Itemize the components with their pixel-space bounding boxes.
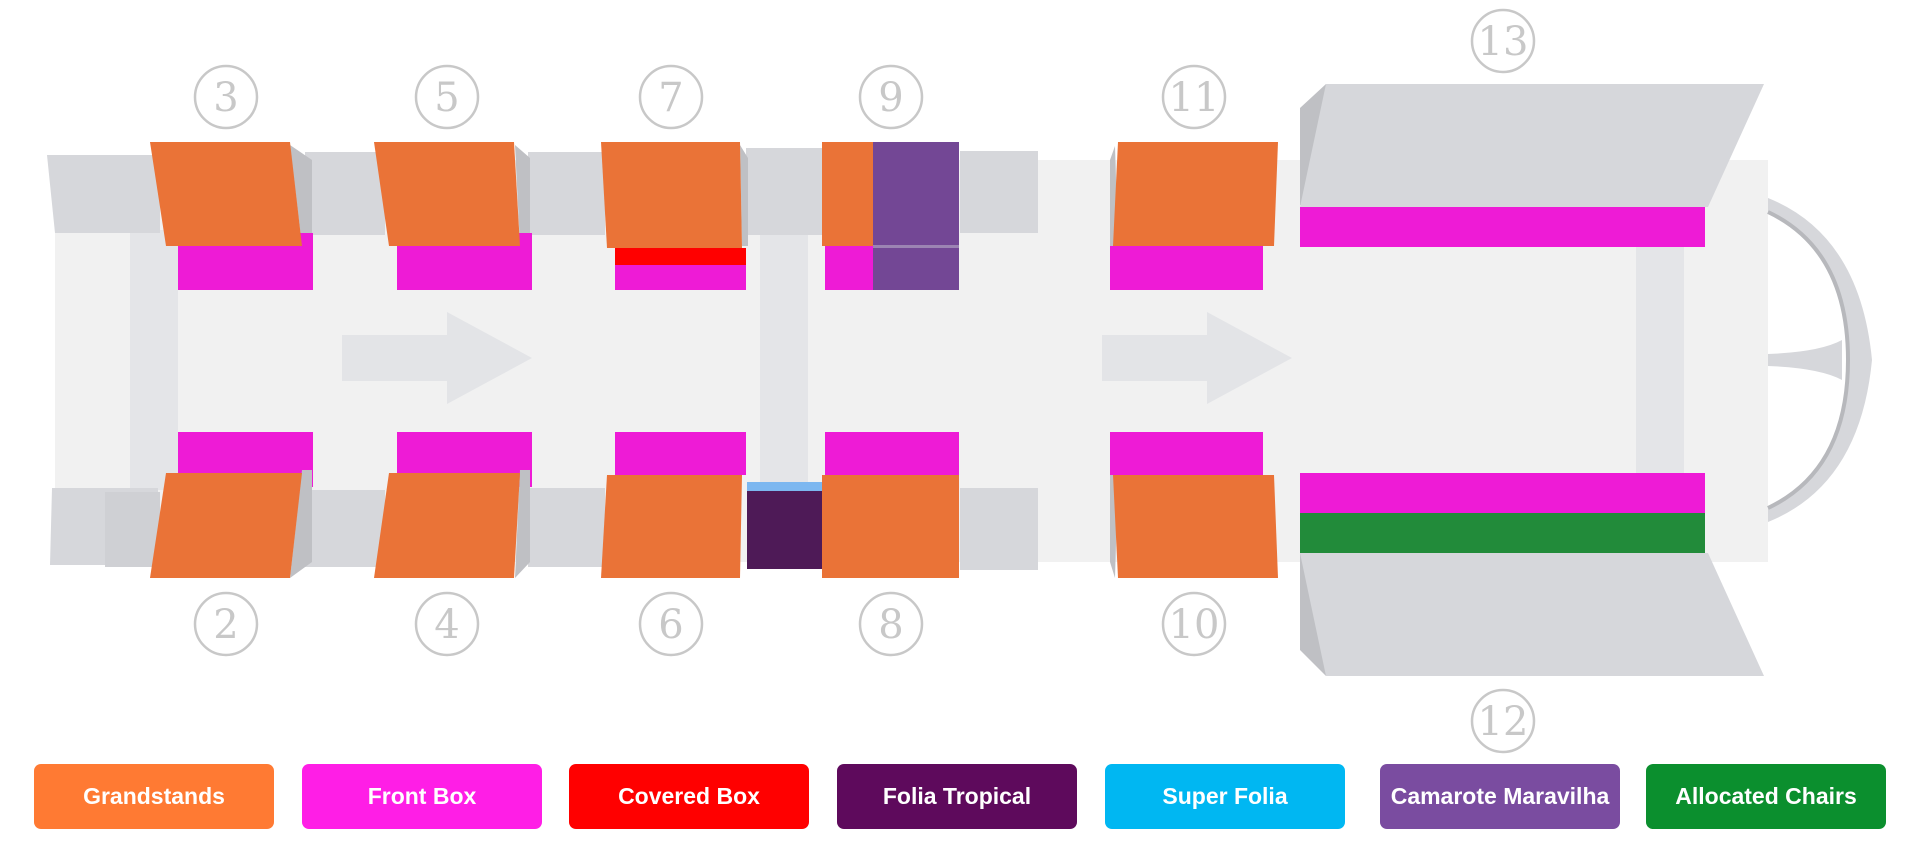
top-structure — [528, 152, 605, 235]
sector-number-12: 12 — [1470, 688, 1536, 754]
svg-text:3: 3 — [213, 75, 238, 121]
top-structure — [960, 151, 1038, 233]
grandstand-shadow — [290, 470, 312, 578]
front-box-sector-10[interactable] — [1110, 432, 1263, 475]
sector-number-3: 3 — [193, 64, 259, 130]
sector-number-2: 2 — [193, 591, 259, 657]
legend-front-box[interactable]: Front Box — [302, 764, 542, 829]
legend-camarote-maravilha[interactable]: Camarote Maravilha — [1380, 764, 1620, 829]
grandstand-sector-5[interactable] — [374, 142, 520, 246]
legend-label: Front Box — [367, 783, 477, 809]
legend-label: Covered Box — [618, 783, 760, 809]
svg-text:12: 12 — [1478, 699, 1529, 745]
track-divider — [1636, 245, 1684, 485]
sector-number-7: 7 — [638, 64, 704, 130]
sector-number-8: 8 — [858, 591, 924, 657]
grandstand-shadow — [515, 470, 530, 578]
bottom-structure — [105, 492, 160, 567]
covered-box-sector-7[interactable] — [615, 248, 746, 265]
sector-number-9: 9 — [858, 64, 924, 130]
grandstand-sector-7[interactable] — [601, 142, 742, 248]
svg-text:13: 13 — [1478, 19, 1529, 65]
sector-number-5: 5 — [414, 64, 480, 130]
legend-super-folia[interactable]: Super Folia — [1105, 764, 1345, 829]
legend-label: Super Folia — [1162, 783, 1288, 809]
front-box-sector-7[interactable] — [615, 265, 746, 290]
grandstand-sector-9[interactable] — [822, 142, 875, 246]
front-box-sector-6[interactable] — [615, 432, 746, 475]
grandstand-sector-12[interactable] — [1300, 553, 1764, 676]
camarote-maravilha-sector-9[interactable] — [873, 142, 959, 290]
bottom-structure — [305, 490, 385, 567]
front-box-sector-11[interactable] — [1110, 246, 1263, 290]
apotheosis-arc — [1768, 198, 1872, 522]
grandstand-sector-6[interactable] — [601, 475, 742, 578]
sector-number-13: 13 — [1470, 8, 1536, 74]
grandstand-sector-11[interactable] — [1113, 142, 1278, 246]
apotheosis-connector — [1768, 340, 1842, 380]
grandstand-sector-4[interactable] — [374, 473, 520, 578]
sector-number-4: 4 — [414, 591, 480, 657]
svg-text:7: 7 — [658, 75, 683, 121]
legend-covered-box[interactable]: Covered Box — [569, 764, 809, 829]
svg-text:5: 5 — [434, 75, 459, 121]
svg-text:2: 2 — [213, 602, 238, 648]
legend-folia-tropical[interactable]: Folia Tropical — [837, 764, 1077, 829]
sector-number-6: 6 — [638, 591, 704, 657]
super-folia-strip[interactable] — [747, 482, 822, 491]
legend-label: Folia Tropical — [882, 783, 1032, 809]
legend-label: Grandstands — [83, 783, 225, 809]
front-box-sector-13[interactable] — [1300, 207, 1705, 247]
folia-tropical-box[interactable] — [747, 491, 822, 569]
allocated-chairs-sector-12[interactable] — [1300, 513, 1705, 553]
svg-text:8: 8 — [878, 602, 903, 648]
grandstand-shadow — [515, 145, 530, 246]
bottom-structure — [528, 488, 605, 567]
top-structure — [47, 155, 160, 233]
grandstand-shadow — [290, 145, 312, 246]
legend-label: Allocated Chairs — [1675, 783, 1857, 809]
track-divider — [130, 230, 178, 490]
sector-number-11: 11 — [1161, 64, 1227, 130]
bottom-structure — [960, 488, 1038, 570]
legend-label: Camarote Maravilha — [1390, 783, 1610, 809]
svg-text:11: 11 — [1169, 75, 1220, 121]
grandstand-sector-10[interactable] — [1113, 475, 1278, 578]
svg-text:10: 10 — [1169, 602, 1220, 648]
legend-grandstands[interactable]: Grandstands — [34, 764, 274, 829]
top-structure — [305, 152, 385, 235]
top-structure — [746, 148, 824, 235]
svg-text:6: 6 — [658, 602, 683, 648]
legend-allocated-chairs[interactable]: Allocated Chairs — [1646, 764, 1886, 829]
grandstand-sector-2[interactable] — [150, 473, 302, 578]
grandstand-sector-3[interactable] — [150, 142, 302, 246]
apotheosis-arc-edge — [1767, 210, 1851, 510]
direction-arrow — [342, 312, 532, 404]
camarote-divider — [873, 245, 959, 248]
front-box-sector-9[interactable] — [825, 246, 875, 290]
grandstand-sector-13[interactable] — [1300, 84, 1764, 207]
grandstand-shadow — [740, 145, 748, 246]
grandstand-sector-8[interactable] — [822, 475, 959, 578]
track-divider — [760, 230, 808, 490]
direction-arrow — [1102, 312, 1292, 404]
svg-text:9: 9 — [878, 75, 903, 121]
sector-number-10: 10 — [1161, 591, 1227, 657]
front-box-sector-12[interactable] — [1300, 473, 1705, 513]
front-box-sector-8[interactable] — [825, 432, 959, 475]
svg-text:4: 4 — [434, 602, 459, 648]
